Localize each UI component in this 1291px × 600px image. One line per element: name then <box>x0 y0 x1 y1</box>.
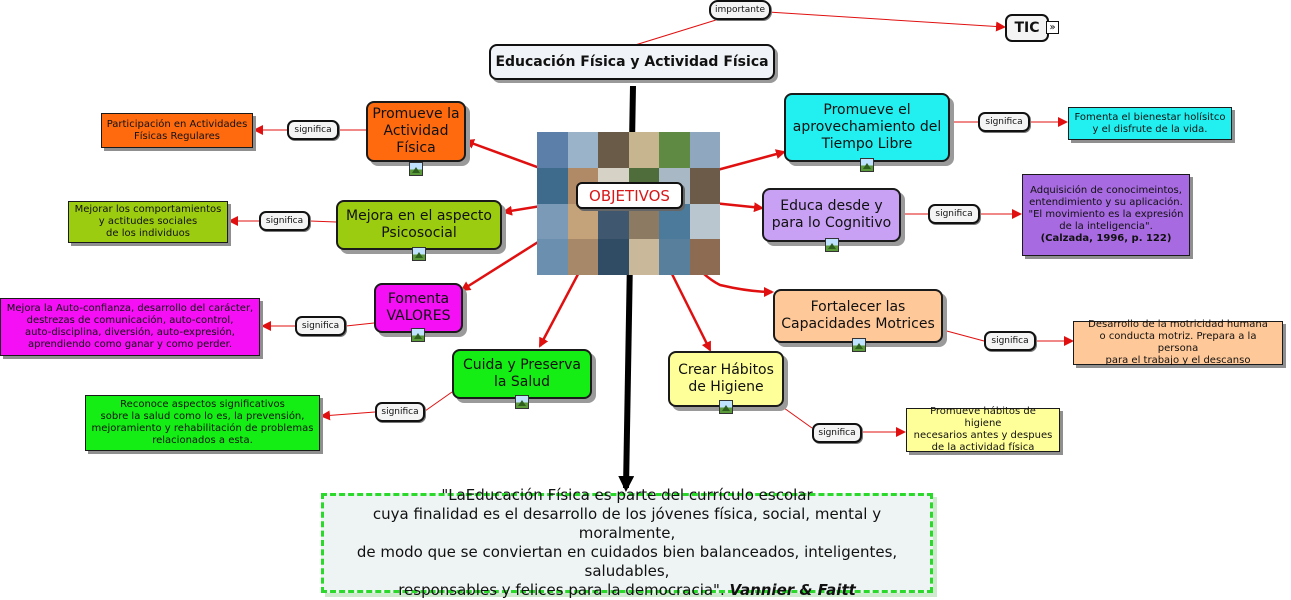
significa-text: significa <box>985 117 1023 127</box>
significa-label: significa <box>812 423 862 443</box>
meaning-text: Reconoce aspectos significativos sobre l… <box>91 399 314 446</box>
objective-valores[interactable]: Fomenta VALORES <box>374 283 463 333</box>
meaning-text: Mejora la Auto-confianza, desarrollo del… <box>6 303 254 350</box>
definition-quote-box[interactable]: "LaEducación Física es parte del currícu… <box>321 486 933 599</box>
significa-label: significa <box>287 120 339 140</box>
significa-text: significa <box>991 336 1029 346</box>
objective-tiempo-libre[interactable]: Promueve el aprovechamiento del Tiempo L… <box>784 93 950 162</box>
image-attachment-icon[interactable] <box>860 158 874 172</box>
image-attachment-icon[interactable] <box>825 238 839 252</box>
objective-cognitivo[interactable]: Educa desde y para lo Cognitivo <box>762 188 901 242</box>
objective-actividad-fisica[interactable]: Promueve la Actividad Física <box>366 101 466 162</box>
objetivos-label-text: OBJETIVOS <box>589 186 670 205</box>
objective-label: Crear Hábitos de Higiene <box>678 362 774 395</box>
objective-psicosocial[interactable]: Mejora en el aspecto Psicosocial <box>336 200 502 250</box>
objective-label: Fomenta VALORES <box>386 291 451 324</box>
main-topic-title[interactable]: Educación Física y Actividad Física <box>489 44 775 80</box>
objective-label: Cuida y Preserva la Salud <box>463 357 581 390</box>
image-attachment-icon[interactable] <box>411 328 425 342</box>
significa-label: significa <box>375 402 425 422</box>
tic-node[interactable]: TIC <box>1005 14 1049 42</box>
image-attachment-icon[interactable] <box>515 395 529 409</box>
importante-label-text: importante <box>715 5 766 15</box>
meaning-text: Desarrollo de la motricidad humana o con… <box>1088 319 1268 366</box>
expand-arrow-icon[interactable]: » <box>1046 21 1059 34</box>
image-attachment-icon[interactable] <box>719 400 733 414</box>
meaning-text: Fomenta el bienestar holísitco y el disf… <box>1074 111 1226 135</box>
objective-label: Promueve el aprovechamiento del Tiempo L… <box>792 102 942 152</box>
significa-text: significa <box>301 321 340 331</box>
significa-label: significa <box>295 316 346 336</box>
image-attachment-icon[interactable] <box>852 338 866 352</box>
objective-capacidades-motrices[interactable]: Fortalecer las Capacidades Motrices <box>773 289 943 343</box>
objective-label: Mejora en el aspecto Psicosocial <box>346 208 492 241</box>
quote-body: "LaEducación Física es parte del currícu… <box>356 486 898 599</box>
importante-link-label: importante <box>709 0 771 20</box>
image-attachment-icon[interactable] <box>409 162 423 176</box>
meaning-tiempo-libre[interactable]: Fomenta el bienestar holísitco y el disf… <box>1068 107 1232 140</box>
main-topic-title-text: Educación Física y Actividad Física <box>495 54 769 70</box>
significa-label: significa <box>928 204 980 224</box>
significa-text: significa <box>265 216 304 226</box>
significa-text: significa <box>294 125 332 135</box>
meaning-text: Participación en Actividades Físicas Reg… <box>106 118 248 142</box>
significa-label: significa <box>978 112 1030 132</box>
citation-text: (Calzada, 1996, p. 122) <box>1040 233 1172 244</box>
objective-label: Fortalecer las Capacidades Motrices <box>781 299 935 332</box>
meaning-capacidades-motrices[interactable]: Desarrollo de la motricidad humana o con… <box>1073 319 1283 366</box>
significa-label: significa <box>259 211 310 231</box>
meaning-text: Adquisición de conocimeintos, entendimie… <box>1028 185 1184 232</box>
quote-author: Vannier & Faitt <box>729 581 856 599</box>
meaning-valores[interactable]: Mejora la Auto-confianza, desarrollo del… <box>0 298 260 356</box>
image-attachment-icon[interactable] <box>412 247 426 261</box>
significa-text: significa <box>935 209 973 219</box>
significa-label: significa <box>984 331 1036 351</box>
meaning-salud[interactable]: Reconoce aspectos significativos sobre l… <box>85 395 320 451</box>
objective-higiene[interactable]: Crear Hábitos de Higiene <box>668 351 784 407</box>
significa-text: significa <box>818 428 856 438</box>
meaning-higiene[interactable]: Promueve hábitos de higiene necesarios a… <box>906 406 1060 453</box>
meaning-text: Promueve hábitos de higiene necesarios a… <box>913 406 1053 453</box>
objective-salud[interactable]: Cuida y Preserva la Salud <box>452 349 592 399</box>
objective-label: Educa desde y para lo Cognitivo <box>771 198 892 231</box>
meaning-text: Mejorar los comportamientos y actitudes … <box>74 204 222 239</box>
objective-label: Promueve la Actividad Física <box>372 106 460 156</box>
tic-label-text: TIC <box>1014 20 1040 36</box>
meaning-actividad-fisica[interactable]: Participación en Actividades Físicas Reg… <box>101 113 253 148</box>
meaning-psicosocial[interactable]: Mejorar los comportamientos y actitudes … <box>68 201 228 243</box>
objetivos-node[interactable]: OBJETIVOS <box>576 182 683 209</box>
significa-text: significa <box>381 407 419 417</box>
quote-text: "LaEducación Física es parte del currícu… <box>324 486 930 600</box>
meaning-cognitivo[interactable]: Adquisición de conocimeintos, entendimie… <box>1022 174 1190 256</box>
